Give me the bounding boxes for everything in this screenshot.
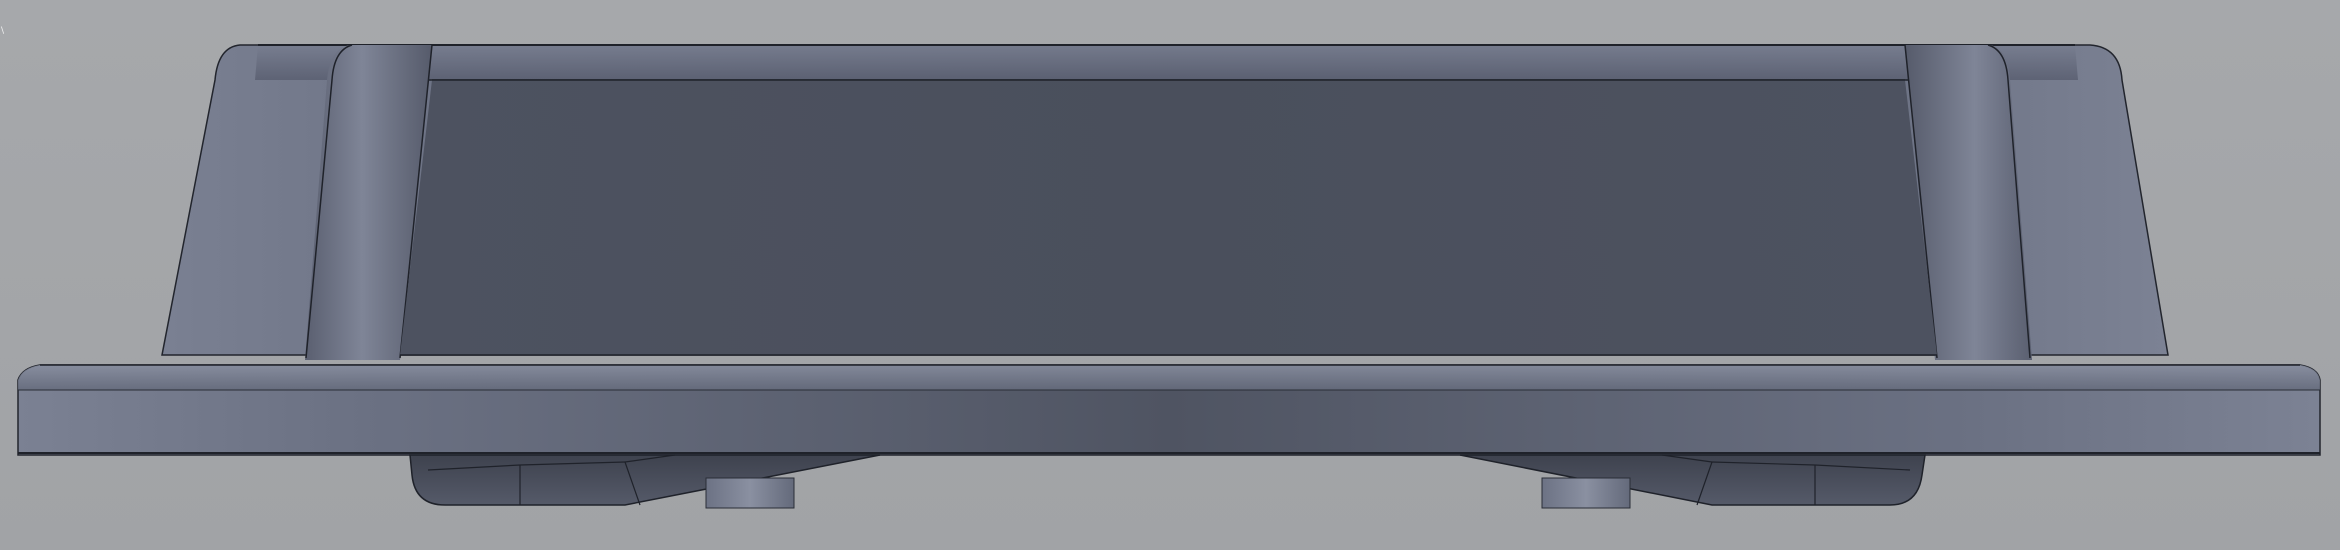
upper-housing[interactable] [161,44,2169,360]
right-foot[interactable] [1459,454,1926,509]
corner-arrow-icon: \ [1,26,5,36]
base-flange[interactable] [17,364,2321,456]
left-foot[interactable] [409,454,881,509]
